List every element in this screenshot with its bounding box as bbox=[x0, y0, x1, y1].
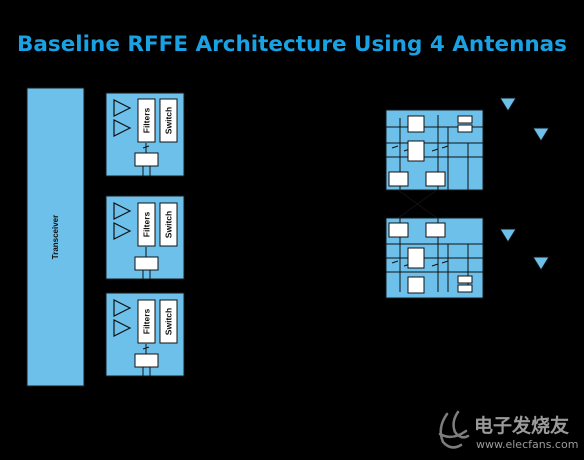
antenna-triangle-icon bbox=[532, 256, 550, 271]
watermark-url: www.elecfans.com bbox=[476, 438, 578, 451]
matrix-cell bbox=[388, 171, 409, 187]
antenna-triangle-icon bbox=[532, 127, 550, 142]
filters-box bbox=[137, 98, 156, 143]
amplifier-triangle-icon bbox=[113, 119, 132, 137]
rf-module-2: Filters Switch bbox=[105, 195, 185, 280]
matrix-cell bbox=[407, 276, 425, 294]
rf-module-1: Filters Switch bbox=[105, 92, 185, 177]
watermark-logo-icon bbox=[438, 410, 470, 449]
rf-module-3: Filters Switch bbox=[105, 292, 185, 377]
matrix-cell bbox=[407, 115, 425, 133]
switch-matrix-bottom bbox=[385, 217, 484, 299]
switch-label: Switch bbox=[164, 308, 174, 335]
filters-box bbox=[137, 202, 156, 247]
switch-box bbox=[159, 98, 178, 143]
antenna-triangle-icon bbox=[499, 97, 517, 112]
transceiver-block bbox=[26, 87, 85, 387]
filters-label: Filters bbox=[142, 107, 152, 133]
amplifier-triangle-icon bbox=[113, 222, 132, 240]
amplifier-triangle-icon bbox=[113, 99, 132, 117]
switch-box bbox=[159, 299, 178, 344]
diagram-title: Baseline RFFE Architecture Using 4 Anten… bbox=[17, 32, 567, 57]
filters-label: Filters bbox=[142, 308, 152, 334]
amplifier-triangle-icon bbox=[113, 299, 132, 317]
matrix-cell bbox=[457, 115, 473, 124]
matrix-cell bbox=[388, 222, 409, 238]
matrix-cell bbox=[457, 275, 473, 284]
matrix-cell bbox=[407, 247, 425, 269]
watermark-cn: 电子发烧友 bbox=[474, 414, 569, 437]
matrix-cell bbox=[425, 222, 446, 238]
antenna-triangle-icon bbox=[499, 228, 517, 243]
matrix-cell bbox=[407, 140, 425, 162]
switch-matrix-top bbox=[385, 109, 484, 191]
amplifier-triangle-icon bbox=[113, 319, 132, 337]
filters-label: Filters bbox=[142, 211, 152, 237]
tuner-box bbox=[134, 353, 159, 368]
matrix-cell bbox=[457, 284, 473, 293]
watermark: 电子发烧友 www.elecfans.com bbox=[438, 410, 578, 451]
tuner-box bbox=[134, 256, 159, 271]
transceiver-label: Transceiver bbox=[51, 215, 60, 259]
switch-label: Switch bbox=[164, 211, 174, 238]
matrix-cell bbox=[457, 124, 473, 133]
switch-box bbox=[159, 202, 178, 247]
matrix-crossover bbox=[397, 189, 438, 219]
matrix-cell bbox=[425, 171, 446, 187]
amplifier-triangle-icon bbox=[113, 202, 132, 220]
switch-label: Switch bbox=[164, 107, 174, 134]
filters-box bbox=[137, 299, 156, 344]
tuner-box bbox=[134, 152, 159, 167]
